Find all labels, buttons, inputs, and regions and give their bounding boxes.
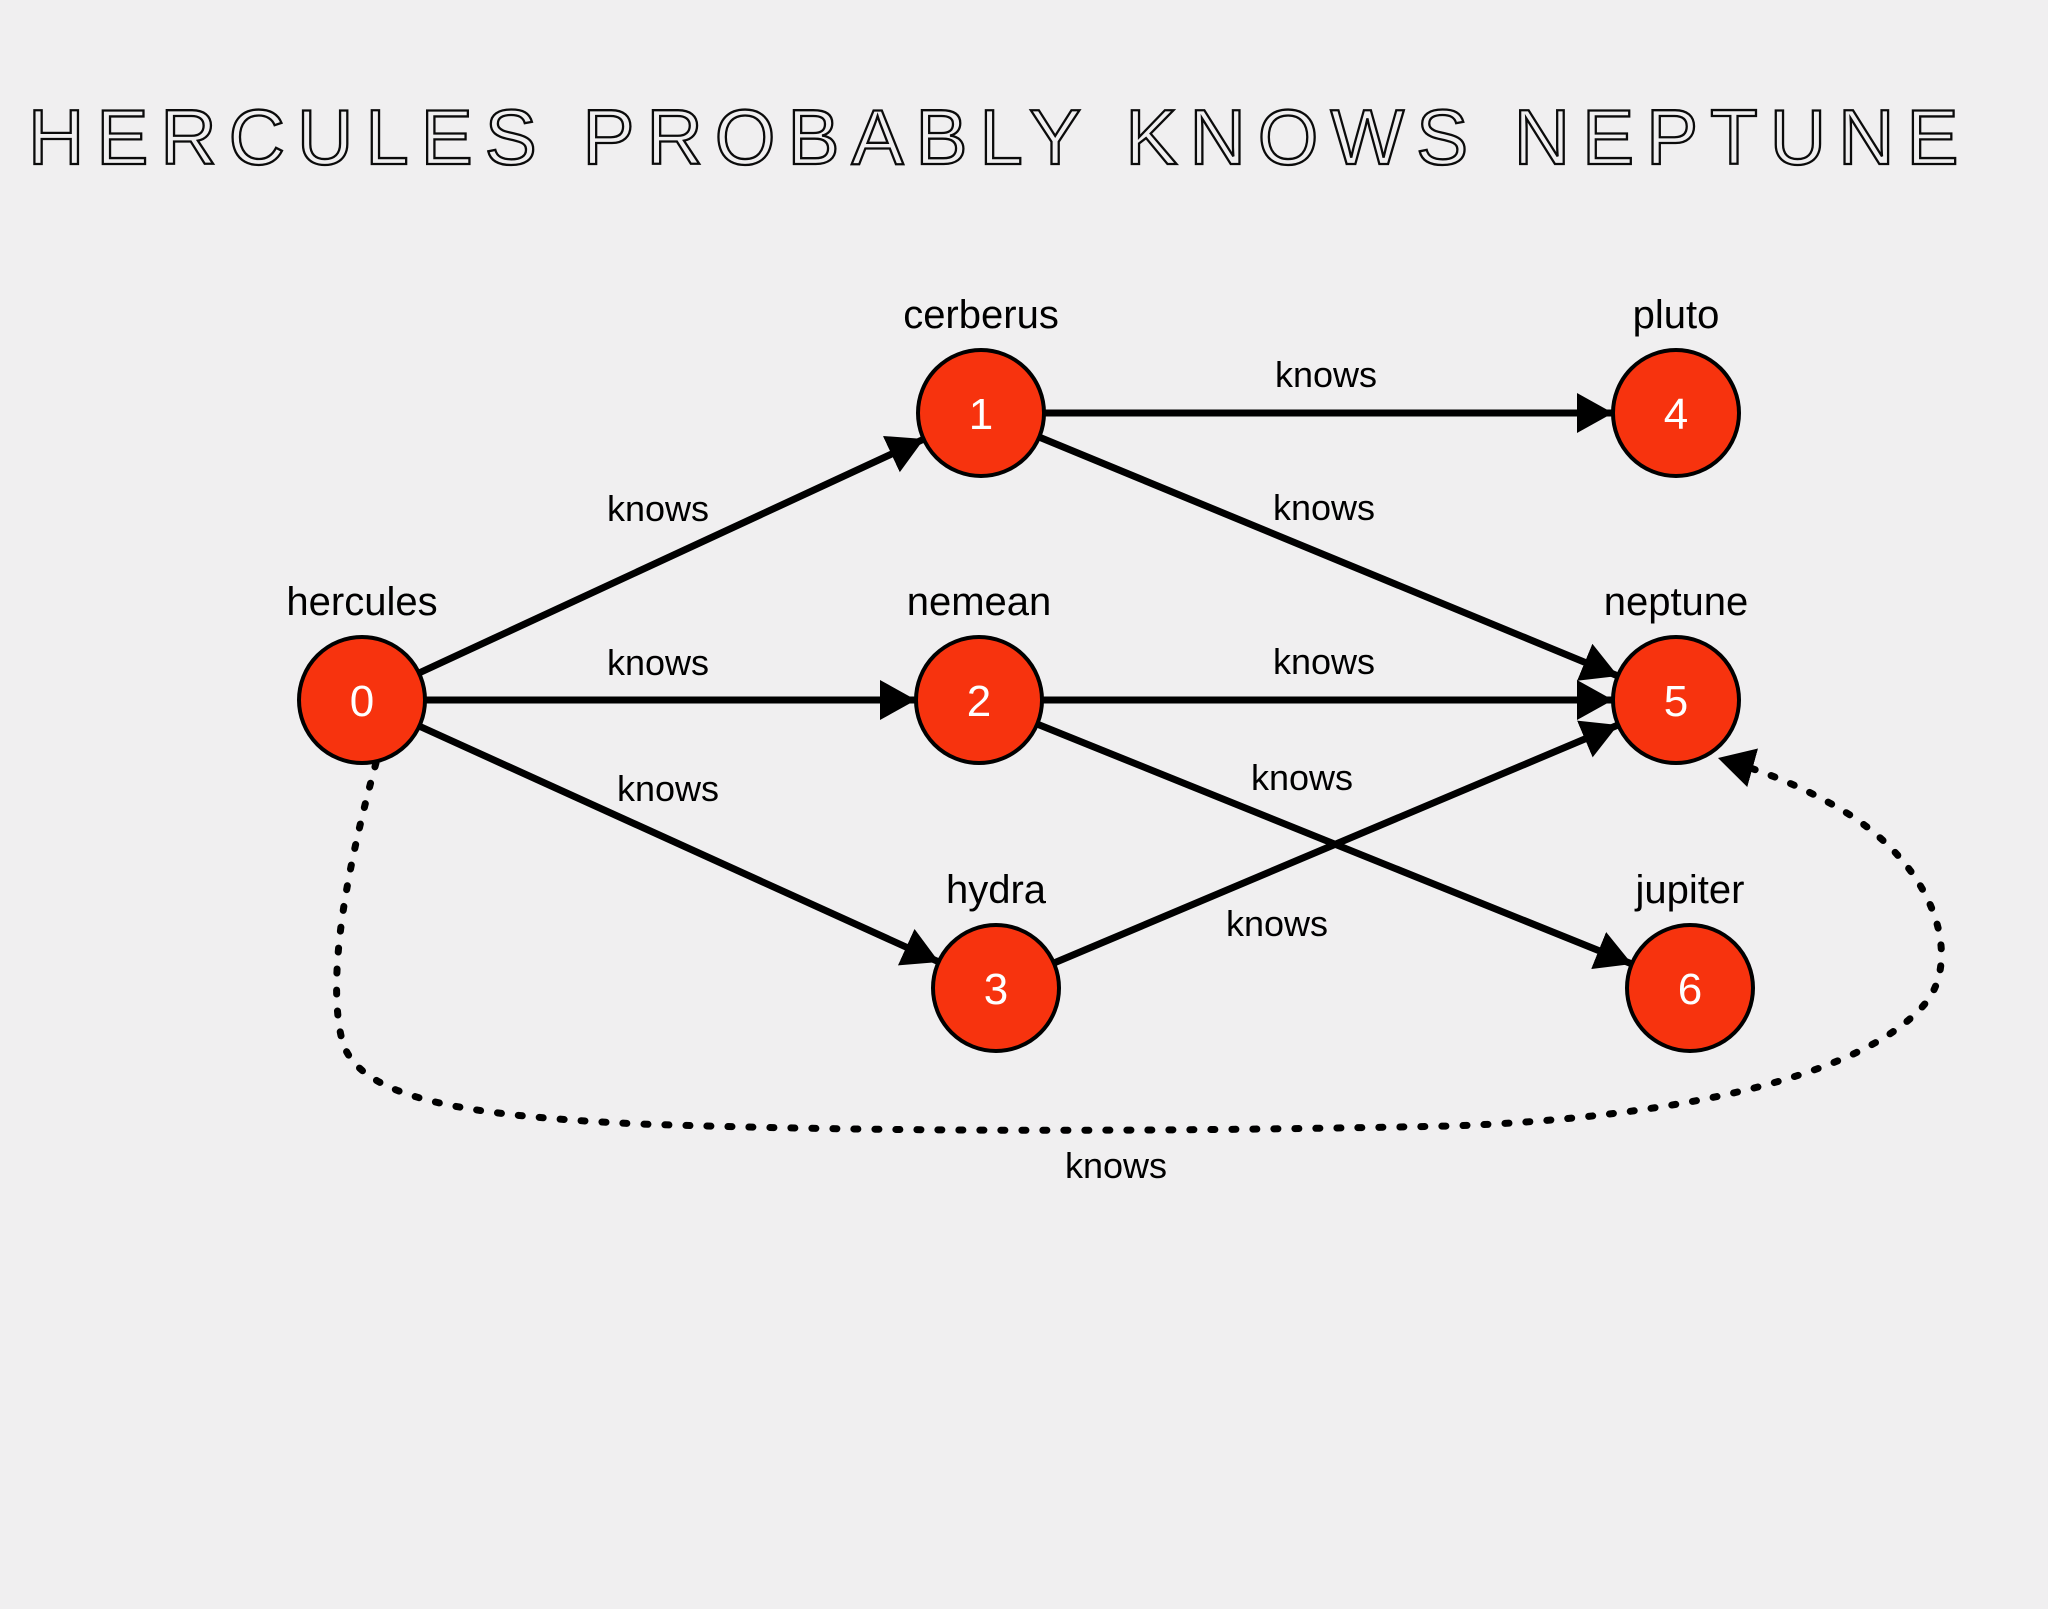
node-pluto-number: 4 (1664, 390, 1688, 439)
node-jupiter: 6 jupiter (1625, 868, 1755, 1053)
node-nemean-label: nemean (907, 580, 1052, 624)
edge-hercules-cerberus (417, 435, 926, 677)
edge-label-hercules-neptune: knows (1065, 1145, 1167, 1186)
node-hercules-number: 0 (350, 677, 374, 726)
node-hercules: 0 hercules (286, 580, 438, 765)
node-nemean-number: 2 (967, 677, 991, 726)
node-hercules-circle (297, 635, 427, 765)
node-cerberus-number: 1 (969, 390, 993, 439)
edge-label-hercules-hydra: knows (617, 768, 719, 809)
node-jupiter-number: 6 (1678, 965, 1702, 1014)
node-nemean: 2 nemean (907, 580, 1052, 765)
edge-label-hercules-nemean: knows (607, 642, 709, 683)
node-hydra-label: hydra (946, 868, 1047, 912)
edge-label-nemean-neptune: knows (1273, 641, 1375, 682)
node-pluto-circle (1611, 348, 1741, 478)
node-hydra-number: 3 (984, 965, 1008, 1014)
node-cerberus-circle (916, 348, 1046, 478)
edge-nemean-jupiter (1035, 720, 1634, 970)
page-title: HERCULES PROBABLY KNOWS NEPTUNE (28, 93, 1970, 181)
node-cerberus: 1 cerberus (903, 293, 1059, 478)
node-cerberus-label: cerberus (903, 293, 1059, 337)
node-jupiter-circle (1625, 923, 1755, 1053)
nodes-layer: 0 hercules 1 cerberus 2 nemean 3 hydra 4 pluto 5 ne… (286, 293, 1755, 1053)
edges-layer: knows knows knows knows knows knows knows knows… (333, 354, 1945, 1186)
node-jupiter-label: jupiter (1635, 868, 1745, 912)
edge-hercules-neptune-dotted (333, 748, 1945, 1134)
edge-label-cerberus-pluto: knows (1275, 354, 1377, 395)
node-neptune-number: 5 (1664, 677, 1688, 726)
edge-label-nemean-jupiter: knows (1226, 903, 1328, 944)
edge-label-cerberus-neptune: knows (1273, 487, 1375, 528)
edge-label-hercules-cerberus: knows (607, 488, 709, 529)
node-hydra-circle (931, 923, 1061, 1053)
node-nemean-circle (914, 635, 1044, 765)
edge-hercules-hydra (417, 722, 941, 966)
node-neptune-circle (1611, 635, 1741, 765)
node-pluto-label: pluto (1633, 293, 1720, 337)
node-hydra: 3 hydra (931, 868, 1061, 1053)
node-neptune-label: neptune (1604, 580, 1749, 624)
edge-cerberus-neptune (1037, 433, 1620, 681)
node-hercules-label: hercules (286, 580, 437, 624)
edge-label-hydra-neptune: knows (1251, 757, 1353, 798)
node-neptune: 5 neptune (1604, 580, 1749, 765)
node-pluto: 4 pluto (1611, 293, 1741, 478)
